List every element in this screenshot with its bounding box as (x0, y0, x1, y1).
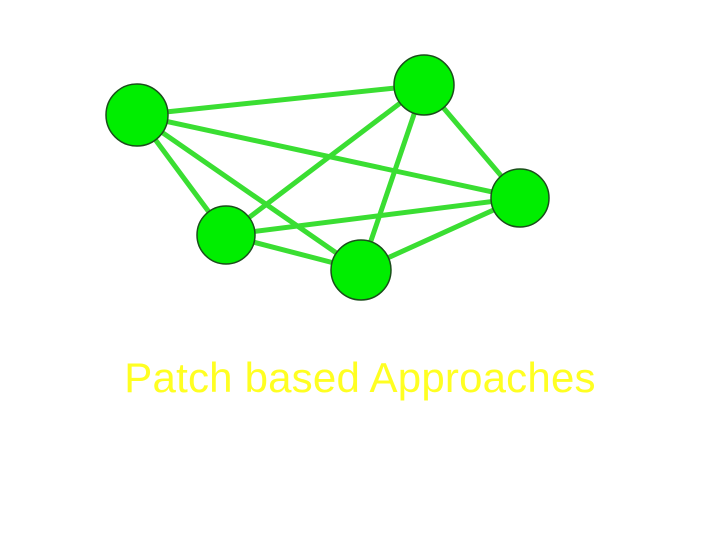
graph-node-layer (105, 54, 550, 301)
graph-node (105, 83, 169, 147)
graph-edge (358, 82, 427, 273)
graph-edge-layer (134, 82, 523, 273)
graph-edge (134, 82, 427, 118)
graph-edge (134, 112, 364, 273)
graph-node (330, 239, 392, 301)
graph-node (393, 54, 455, 116)
graph-edge (223, 82, 427, 238)
graph-node (490, 168, 550, 228)
graph-edge (223, 195, 523, 238)
graph-node (196, 205, 256, 265)
